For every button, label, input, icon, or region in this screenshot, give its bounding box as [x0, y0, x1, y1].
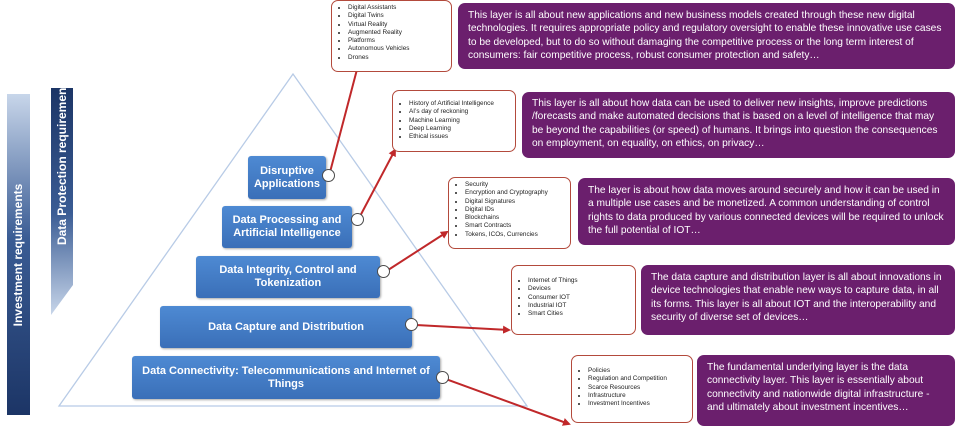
list-item: Platforms — [348, 37, 447, 45]
connector-arrow-capture — [415, 324, 511, 334]
list-item: Digital Twins — [348, 12, 447, 20]
items-box-data-processing-ai: History of Artificial Intelligence AI’s … — [392, 90, 516, 152]
list-item: Smart Cities — [528, 310, 631, 318]
list-item: Virtual Reality — [348, 21, 447, 29]
list-item: Ethical issues — [409, 133, 511, 141]
description-disruptive-applications: This layer is all about new applications… — [458, 3, 955, 69]
list-item: Internet of Things — [528, 277, 631, 285]
connector-arrow-integrity — [384, 230, 449, 273]
list-item: Regulation and Competition — [588, 375, 688, 383]
list-item: Autonomous Vehicles — [348, 45, 447, 53]
connector-node-disruptive — [322, 169, 335, 182]
investment-requirements-label: Investment requirements — [11, 183, 25, 327]
description-data-connectivity: The fundamental underlying layer is the … — [697, 355, 955, 426]
list-item: Deep Learning — [409, 125, 511, 133]
list-item: Blockchains — [465, 214, 566, 222]
list-item: Machine Learning — [409, 117, 511, 125]
list-item: Digital Assistants — [348, 4, 447, 12]
items-box-data-integrity: Security Encryption and Cryptography Dig… — [448, 177, 571, 249]
items-box-data-connectivity: Policies Regulation and Competition Scar… — [571, 355, 693, 423]
connector-arrow-connectivity — [442, 377, 571, 426]
list-item: Industrial IOT — [528, 302, 631, 310]
list-item: Scarce Resources — [588, 384, 688, 392]
connector-node-processing — [351, 213, 364, 226]
investment-requirements-bar — [7, 94, 30, 415]
data-protection-requirements-bar — [51, 88, 73, 315]
list-item: Encryption and Cryptography — [465, 189, 566, 197]
connector-node-integrity — [377, 265, 390, 278]
list-item: Infrastructure — [588, 392, 688, 400]
layer-data-integrity: Data Integrity, Control and Tokenization — [196, 256, 380, 298]
list-item: Digital IDs — [465, 206, 566, 214]
list-item: AI’s day of reckoning — [409, 108, 511, 116]
layer-data-processing-ai: Data Processing and Artificial Intellige… — [222, 206, 352, 248]
list-item: Consumer IOT — [528, 294, 631, 302]
connector-node-capture — [405, 318, 418, 331]
layer-data-capture: Data Capture and Distribution — [160, 306, 412, 348]
layer-disruptive-applications: Disruptive Applications — [248, 156, 326, 199]
items-box-data-capture: Internet of Things Devices Consumer IOT … — [511, 265, 636, 335]
list-item: Security — [465, 181, 566, 189]
connector-arrow-processing — [357, 148, 396, 221]
list-item: Digital Signatures — [465, 198, 566, 206]
description-data-processing-ai: This layer is all about how data can be … — [522, 92, 955, 158]
list-item: Augmented Reality — [348, 29, 447, 37]
list-item: Tokens, ICOs, Currencies — [465, 231, 566, 239]
layer-data-connectivity: Data Connectivity: Telecommunications an… — [132, 356, 440, 399]
description-data-capture: The data capture and distribution layer … — [641, 265, 955, 335]
list-item: Policies — [588, 367, 688, 375]
list-item: Drones — [348, 54, 447, 62]
list-item: History of Artificial Intelligence — [409, 100, 511, 108]
list-item: Smart Contracts — [465, 222, 566, 230]
items-box-disruptive-applications: Digital Assistants Digital Twins Virtual… — [331, 0, 452, 72]
connector-arrow-disruptive — [328, 56, 363, 177]
connector-node-connectivity — [436, 371, 449, 384]
list-item: Investment Incentives — [588, 400, 688, 408]
list-item: Devices — [528, 285, 631, 293]
data-protection-requirements-label: Data Protection requirements — [55, 76, 69, 246]
description-data-integrity: The layer is about how data moves around… — [578, 178, 955, 245]
